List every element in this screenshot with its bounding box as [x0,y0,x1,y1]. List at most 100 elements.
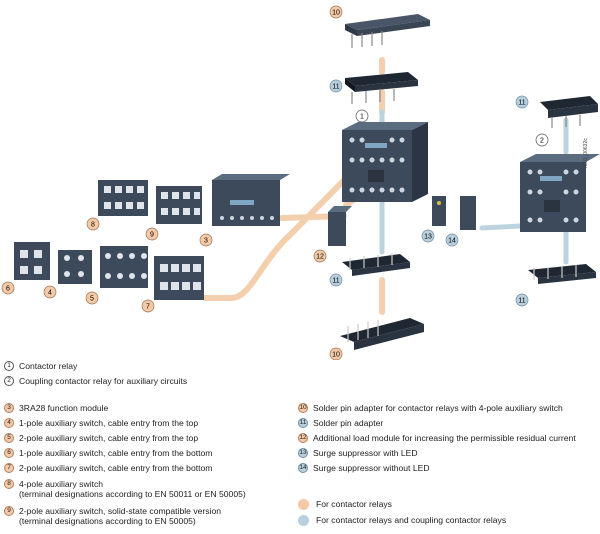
svg-text:7: 7 [146,304,150,311]
solder-pin-adapter-right-top [540,96,598,128]
legend-item-5: 5 2-pole auxiliary switch, cable entry f… [4,433,198,443]
auxiliary-switch-1pole-top [58,250,92,284]
auxiliary-switch-4pole [98,180,148,216]
svg-text:6: 6 [6,286,10,293]
svg-text:9: 9 [150,232,154,239]
badge-1: 1 [355,109,369,123]
surge-suppressor-without-led [460,196,476,230]
legend-item-6: 6 1-pole auxiliary switch, cable entry f… [4,448,212,458]
badge-8: 8 [86,217,100,231]
legend-number: 10 [298,403,308,413]
legend-item-4: 4 1-pole auxiliary switch, cable entry f… [4,418,198,428]
svg-text:10: 10 [332,10,340,17]
legend-number: 6 [4,448,14,458]
legend-number: 9 [4,506,14,516]
solder-pin-adapter-4pole-top [345,14,430,48]
badge-11-right-top: 11 [515,95,529,109]
badge-9: 9 [145,227,159,241]
badge-12: 12 [313,249,327,263]
coupling-contactor-relay [520,154,600,232]
color-key-contactor-relays: For contactor relays [298,499,392,510]
badge-7: 7 [141,299,155,313]
auxiliary-switch-2pole-bottom [154,256,204,300]
badge-4: 4 [43,285,57,299]
legend-number: 1 [4,361,14,371]
legend-number: 5 [4,433,14,443]
legend-number: 8 [4,479,14,489]
svg-text:11: 11 [332,84,339,91]
svg-text:11: 11 [518,100,525,107]
auxiliary-switch-1pole-bottom [14,242,50,280]
badge-11-center-bottom: 11 [329,273,343,287]
legend-item-7: 7 2-pole auxiliary switch, cable entry f… [4,463,212,473]
color-key-text: For contactor relays [316,499,392,509]
legend-item-14: 14 Surge suppressor without LED [298,463,430,473]
legend-number: 12 [298,433,308,443]
figure-id: IC01_00632c [583,138,589,168]
legend-text: 2-pole auxiliary switch, cable entry fro… [19,433,199,443]
auxiliary-switch-2pole-solid-state [156,186,202,224]
legend-text: Additional load module for increasing th… [313,433,576,443]
svg-text:11: 11 [518,298,525,305]
legend-item-12: 12 Additional load module for increasing… [298,433,576,443]
svg-text:5: 5 [90,296,94,303]
svg-text:13: 13 [424,234,432,241]
orange-swatch [298,499,309,510]
svg-text:12: 12 [316,254,324,261]
badge-6: 6 [1,281,15,295]
solder-pin-adapter-center-bottom [342,253,410,276]
svg-text:8: 8 [91,222,95,229]
legend-text: Surge suppressor without LED [313,463,430,473]
legend-text: Contactor relay [19,361,78,371]
blue-swatch [298,515,309,526]
legend-item-13: 13 Surge suppressor with LED [298,448,418,458]
function-module-3ra28 [212,174,290,226]
legend-text: 2-pole auxiliary switch, cable entry fro… [19,463,213,473]
legend-item-9: 9 2-pole auxiliary switch, solid-state c… [4,506,221,526]
legend-number: 2 [4,376,14,386]
legend-item-11: 11 Solder pin adapter [298,418,383,428]
svg-text:10: 10 [332,352,340,359]
legend-text: Solder pin adapter [313,418,384,428]
badge-10-top: 10 [329,5,343,19]
solder-pin-adapter-right-bottom [528,264,596,284]
svg-text:3: 3 [204,238,208,245]
legend-text: 4-pole auxiliary switch (terminal design… [19,479,246,499]
svg-text:2: 2 [540,138,544,145]
additional-load-module [328,206,352,246]
badge-2: 2 [535,133,549,147]
legend-item-2: 2 Coupling contactor relay for auxiliary… [4,376,187,386]
legend-text: 3RA28 function module [19,403,109,413]
legend-text: Solder pin adapter for contactor relays … [313,403,563,413]
legend-text: 1-pole auxiliary switch, cable entry fro… [19,418,199,428]
legend-text: Coupling contactor relay for auxiliary c… [19,376,188,386]
solder-pin-adapter-4pole-bottom [340,318,424,350]
badge-11-center-top: 11 [329,79,343,93]
badge-3: 3 [199,233,213,247]
svg-text:1: 1 [360,114,364,121]
legend-text: 1-pole auxiliary switch, cable entry fro… [19,448,213,458]
legend-number: 11 [298,418,308,428]
legend-number: 3 [4,403,14,413]
color-key-coupling-relays: For contactor relays and coupling contac… [298,515,506,526]
color-key-text: For contactor relays and coupling contac… [316,515,507,525]
legend-number: 4 [4,418,14,428]
exploded-assembly-diagram: 10 11 1 11 2 8 9 3 12 11 13 14 11 6 4 5 … [1,5,600,360]
surge-suppressor-with-led [432,196,446,226]
legend-number: 14 [298,463,308,473]
legend-item-1: 1 Contactor relay [4,361,77,371]
badge-11-right-bottom: 11 [515,293,529,307]
svg-text:14: 14 [448,238,456,245]
legend-number: 7 [4,463,14,473]
svg-text:4: 4 [48,290,52,297]
legend-text: 2-pole auxiliary switch, solid-state com… [19,506,222,526]
solder-pin-adapter-center-top [345,72,418,104]
legend-item-10: 10 Solder pin adapter for contactor rela… [298,403,563,413]
auxiliary-switch-2pole-top [100,246,148,288]
svg-text:11: 11 [332,278,339,285]
legend-text: Surge suppressor with LED [313,448,418,458]
badge-10-bottom: 10 [329,347,343,360]
legend-item-3: 3 3RA28 function module [4,403,108,413]
contactor-relay [342,122,428,202]
badge-13: 13 [421,229,435,243]
